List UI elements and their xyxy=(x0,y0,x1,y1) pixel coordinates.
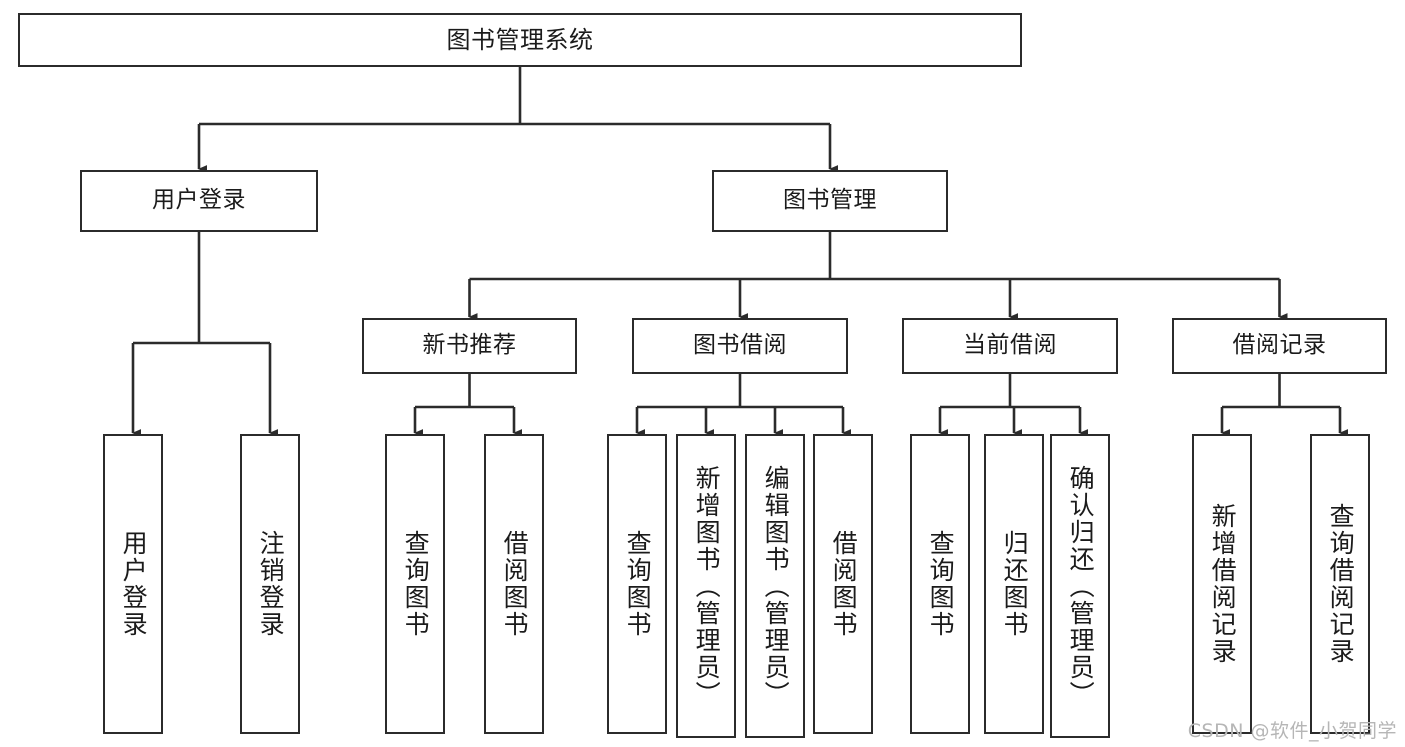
node-label: 借阅图书 xyxy=(829,530,859,638)
node-borrow-record[interactable]: 借阅记录 xyxy=(1172,318,1387,374)
node-label: 图书管理 xyxy=(783,187,877,214)
node-label: 新增借阅记录 xyxy=(1208,503,1238,665)
node-label: 用户登录 xyxy=(152,187,246,214)
node-label: 图书借阅 xyxy=(693,332,787,359)
node-label: 注销登录 xyxy=(256,530,286,638)
node-new-book-rec[interactable]: 新书推荐 xyxy=(362,318,577,374)
node-label: 查询图书 xyxy=(401,530,431,638)
node-label: 编辑图书（管理员） xyxy=(761,464,791,708)
node-leaf-query-rec[interactable]: 查询借阅记录 xyxy=(1310,434,1370,734)
node-leaf-edit-book[interactable]: 编辑图书（管理员） xyxy=(745,434,805,738)
node-leaf-borrow-2[interactable]: 借阅图书 xyxy=(813,434,873,734)
node-label: 查询图书 xyxy=(623,530,653,638)
node-leaf-return[interactable]: 归还图书 xyxy=(984,434,1044,734)
node-leaf-borrow-1[interactable]: 借阅图书 xyxy=(484,434,544,734)
node-label: 图书管理系统 xyxy=(446,25,594,54)
node-label: 归还图书 xyxy=(1000,530,1030,638)
node-leaf-query-2[interactable]: 查询图书 xyxy=(607,434,667,734)
node-label: 当前借阅 xyxy=(963,332,1057,359)
node-current-borrow[interactable]: 当前借阅 xyxy=(902,318,1118,374)
node-label: 查询图书 xyxy=(926,530,956,638)
node-label: 查询借阅记录 xyxy=(1326,503,1356,665)
node-leaf-user-login[interactable]: 用户登录 xyxy=(103,434,163,734)
node-book-manage[interactable]: 图书管理 xyxy=(712,170,948,232)
node-label: 新增图书（管理员） xyxy=(692,464,722,708)
node-root[interactable]: 图书管理系统 xyxy=(18,13,1022,67)
node-leaf-query-1[interactable]: 查询图书 xyxy=(385,434,445,734)
node-leaf-add-rec[interactable]: 新增借阅记录 xyxy=(1192,434,1252,734)
node-leaf-logout[interactable]: 注销登录 xyxy=(240,434,300,734)
node-label: 借阅记录 xyxy=(1232,332,1327,359)
node-leaf-query-3[interactable]: 查询图书 xyxy=(910,434,970,734)
node-label: 用户登录 xyxy=(119,530,149,638)
node-leaf-confirm[interactable]: 确认归还（管理员） xyxy=(1050,434,1110,738)
node-label: 确认归还（管理员） xyxy=(1066,464,1096,708)
csdn-watermark: CSDN @软件_小贺同学 xyxy=(1187,720,1397,742)
node-user-login[interactable]: 用户登录 xyxy=(80,170,318,232)
node-label: 新书推荐 xyxy=(422,332,517,359)
node-leaf-add-book[interactable]: 新增图书（管理员） xyxy=(676,434,736,738)
node-book-borrow[interactable]: 图书借阅 xyxy=(632,318,848,374)
node-label: 借阅图书 xyxy=(500,530,530,638)
